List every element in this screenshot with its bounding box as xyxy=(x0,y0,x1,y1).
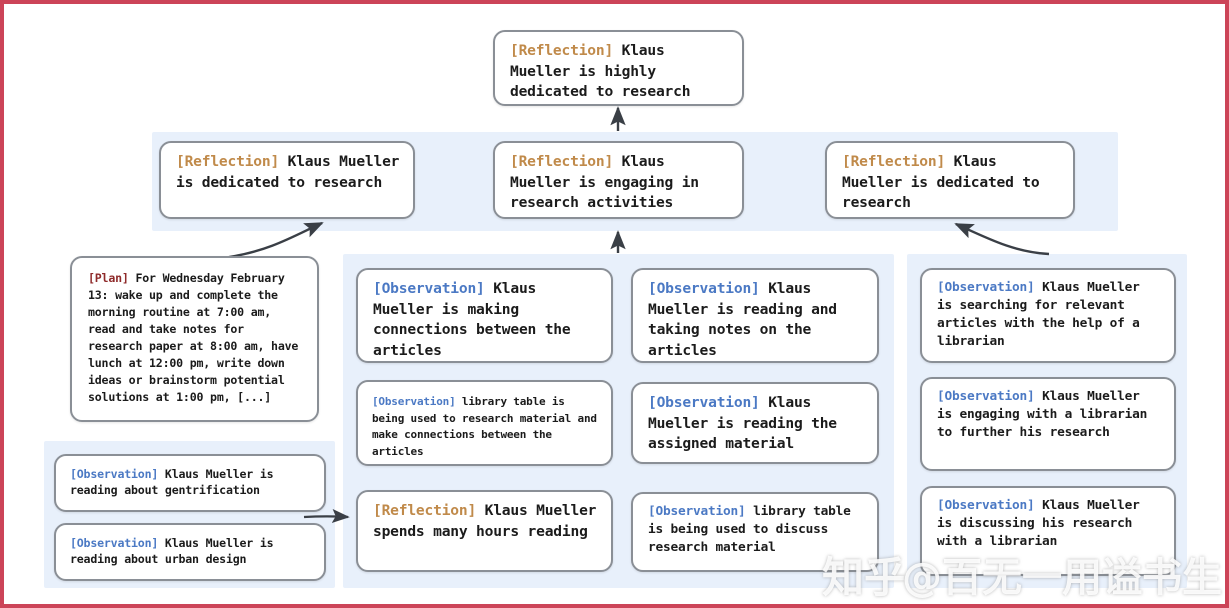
node-text: Klaus Mueller is making connections betw… xyxy=(373,280,571,360)
node-text: Klaus Mueller is highly dedicated to res… xyxy=(510,42,691,101)
node-reflection-center[interactable]: [Reflection] Klaus Mueller is engaging i… xyxy=(493,141,744,219)
node-text: Klaus Mueller is reading about gentrific… xyxy=(70,467,274,498)
node-column-c-1[interactable]: [Observation] Klaus Mueller is searching… xyxy=(920,268,1176,363)
node-left-observation-1[interactable]: [Observation] Klaus Mueller is reading a… xyxy=(54,454,326,512)
node-text: library table is being used to research … xyxy=(372,395,597,458)
node-tag: [Observation] xyxy=(372,395,456,408)
node-tag: [Observation] xyxy=(70,467,159,481)
node-tag: [Observation] xyxy=(937,389,1035,404)
node-text: Klaus Mueller is searching for relevant … xyxy=(937,280,1140,350)
node-tag: [Observation] xyxy=(937,498,1035,513)
node-text: Klaus Mueller is reading about urban des… xyxy=(70,536,274,567)
node-tag: [Observation] xyxy=(373,280,485,297)
node-tag: [Observation] xyxy=(648,394,760,411)
node-column-b-3[interactable]: [Observation] library table is being use… xyxy=(631,492,879,572)
node-text: library table is being used to discuss r… xyxy=(648,504,851,556)
node-root-reflection[interactable]: [Reflection] Klaus Mueller is highly ded… xyxy=(493,30,744,106)
node-tag: [Reflection] xyxy=(373,502,477,519)
node-column-a-3[interactable]: [Reflection] Klaus Mueller spends many h… xyxy=(356,490,613,572)
node-tag: [Reflection] xyxy=(510,42,614,59)
node-reflection-right[interactable]: [Reflection] Klaus Mueller is dedicated … xyxy=(825,141,1075,219)
node-tag: [Reflection] xyxy=(842,153,946,170)
node-tag: [Observation] xyxy=(937,280,1035,295)
node-tag: [Observation] xyxy=(648,280,760,297)
node-text: Klaus Mueller spends many hours reading xyxy=(373,502,597,540)
node-tag: [Observation] xyxy=(648,504,746,519)
node-column-b-2[interactable]: [Observation] Klaus Mueller is reading t… xyxy=(631,382,879,464)
node-column-c-2[interactable]: [Observation] Klaus Mueller is engaging … xyxy=(920,377,1176,471)
node-left-observation-2[interactable]: [Observation] Klaus Mueller is reading a… xyxy=(54,523,326,581)
node-column-a-2[interactable]: [Observation] library table is being use… xyxy=(356,380,613,466)
node-text: Klaus Mueller is engaging with a librari… xyxy=(937,389,1148,441)
node-text: Klaus Mueller is dedicated to research xyxy=(176,153,400,191)
node-tag: [Reflection] xyxy=(176,153,280,170)
node-plan[interactable]: [Plan] For Wednesday February 13: wake u… xyxy=(70,256,319,422)
node-text: Klaus Mueller is reading and taking note… xyxy=(648,280,837,360)
node-tag: [Reflection] xyxy=(510,153,614,170)
node-column-c-3[interactable]: [Observation] Klaus Mueller is discussin… xyxy=(920,486,1176,576)
node-tag: [Observation] xyxy=(70,536,159,550)
node-text: Klaus Mueller is engaging in research ac… xyxy=(510,153,699,212)
node-text: For Wednesday February 13: wake up and c… xyxy=(88,271,299,405)
node-text: Klaus Mueller is discussing his research… xyxy=(937,498,1140,550)
node-column-b-1[interactable]: [Observation] Klaus Mueller is reading a… xyxy=(631,268,879,363)
node-tag: [Plan] xyxy=(88,271,129,285)
node-text: Klaus Mueller is dedicated to research xyxy=(842,153,1040,212)
node-column-a-1[interactable]: [Observation] Klaus Mueller is making co… xyxy=(356,268,613,363)
node-text: Klaus Mueller is reading the assigned ma… xyxy=(648,394,837,453)
node-reflection-left[interactable]: [Reflection] Klaus Mueller is dedicated … xyxy=(159,141,415,219)
